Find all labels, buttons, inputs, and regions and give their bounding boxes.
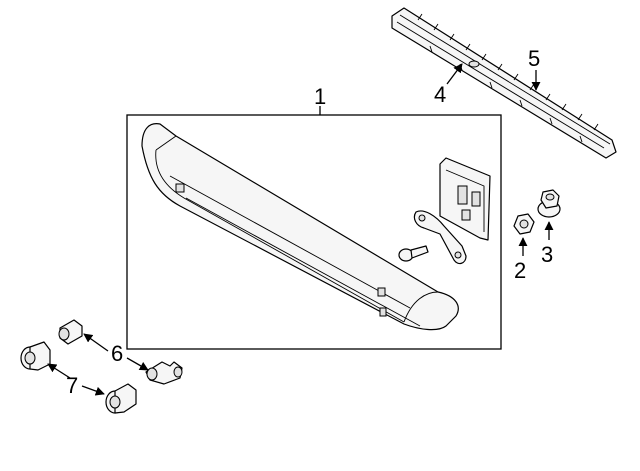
step-pad-icon [391,7,617,159]
callout-4: 4 [434,82,446,107]
callout-5: 5 [528,46,540,71]
flange-nut-icon [537,189,561,218]
callout-6: 6 [111,341,123,366]
bumper-assembly-icon [126,114,502,350]
parking-sensor-icon [20,341,137,414]
push-nut-icon [513,213,535,235]
elbow-sensor-connector-icon [58,319,183,385]
callout-7: 7 [66,373,78,398]
callout-2: 2 [514,258,526,283]
callout-3: 3 [541,242,553,267]
callout-1: 1 [314,84,326,109]
retainer-clip-icon [417,13,599,143]
